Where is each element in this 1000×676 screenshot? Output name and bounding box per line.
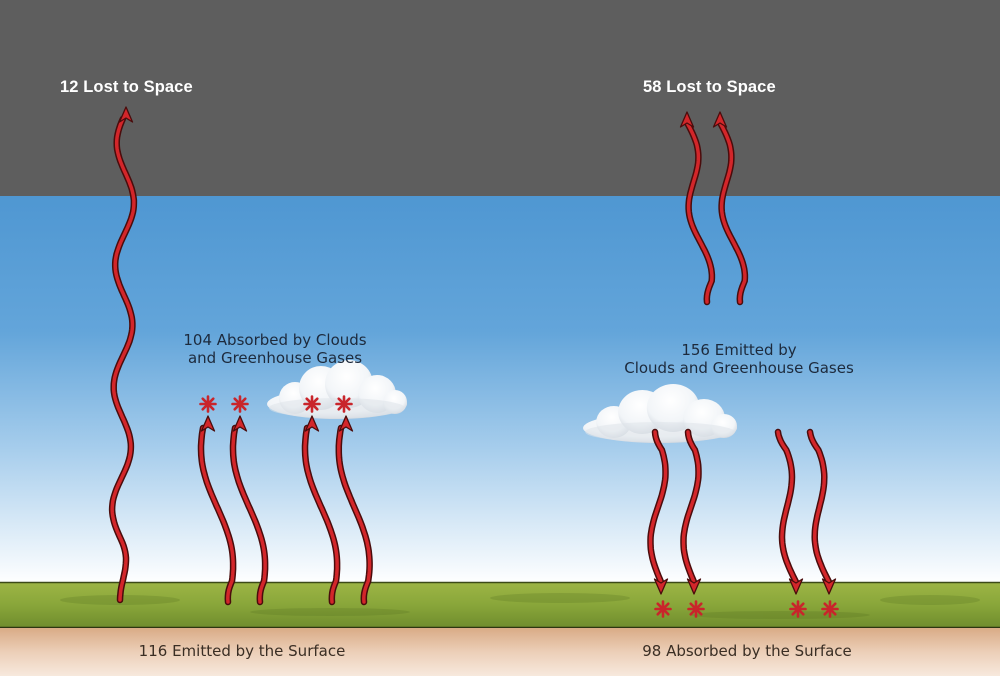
- asterisk-icon: [687, 600, 705, 618]
- wavy-red-arrow-icon: [806, 428, 837, 595]
- sky-band: [0, 196, 1000, 584]
- wavy-red-arrow-icon: [229, 415, 269, 606]
- absorbed-by-clouds-line2: and Greenhouse Gases: [187, 349, 363, 367]
- wavy-red-arrow-icon: [108, 106, 138, 604]
- asterisk-icon: [303, 395, 321, 413]
- grass-band: [0, 582, 1000, 628]
- absorbed-by-surface-label: 98 Absorbed by the Surface: [642, 642, 852, 660]
- wavy-red-arrow-icon: [679, 111, 716, 306]
- wavy-red-arrow-icon: [301, 415, 341, 606]
- wavy-red-arrow-icon: [197, 415, 237, 606]
- wavy-red-arrow-icon: [335, 415, 373, 606]
- wavy-red-arrow-icon: [774, 428, 804, 595]
- asterisk-icon: [231, 395, 249, 413]
- left-lost-to-space-label: 12 Lost to Space: [60, 78, 193, 96]
- wavy-red-arrow-icon: [680, 428, 702, 595]
- emitted-by-clouds-line1: 156 Emitted by: [681, 341, 797, 359]
- emitted-by-clouds-label: 156 Emitted by Clouds and Greenhouse Gas…: [600, 341, 878, 377]
- asterisk-icon: [789, 600, 807, 618]
- emitted-by-surface-label: 116 Emitted by the Surface: [138, 642, 346, 660]
- absorbed-by-clouds-label: 104 Absorbed by Clouds and Greenhouse Ga…: [165, 331, 385, 367]
- space-band: [0, 0, 1000, 196]
- wavy-red-arrow-icon: [647, 428, 669, 595]
- absorbed-by-clouds-line1: 104 Absorbed by Clouds: [183, 331, 367, 349]
- asterisk-icon: [199, 395, 217, 413]
- asterisk-icon: [335, 395, 353, 413]
- asterisk-icon: [821, 600, 839, 618]
- asterisk-icon: [654, 600, 672, 618]
- right-lost-to-space-label: 58 Lost to Space: [643, 78, 776, 96]
- soil-band: [0, 628, 1000, 676]
- wavy-red-arrow-icon: [712, 111, 749, 306]
- emitted-by-clouds-line2: Clouds and Greenhouse Gases: [624, 359, 854, 377]
